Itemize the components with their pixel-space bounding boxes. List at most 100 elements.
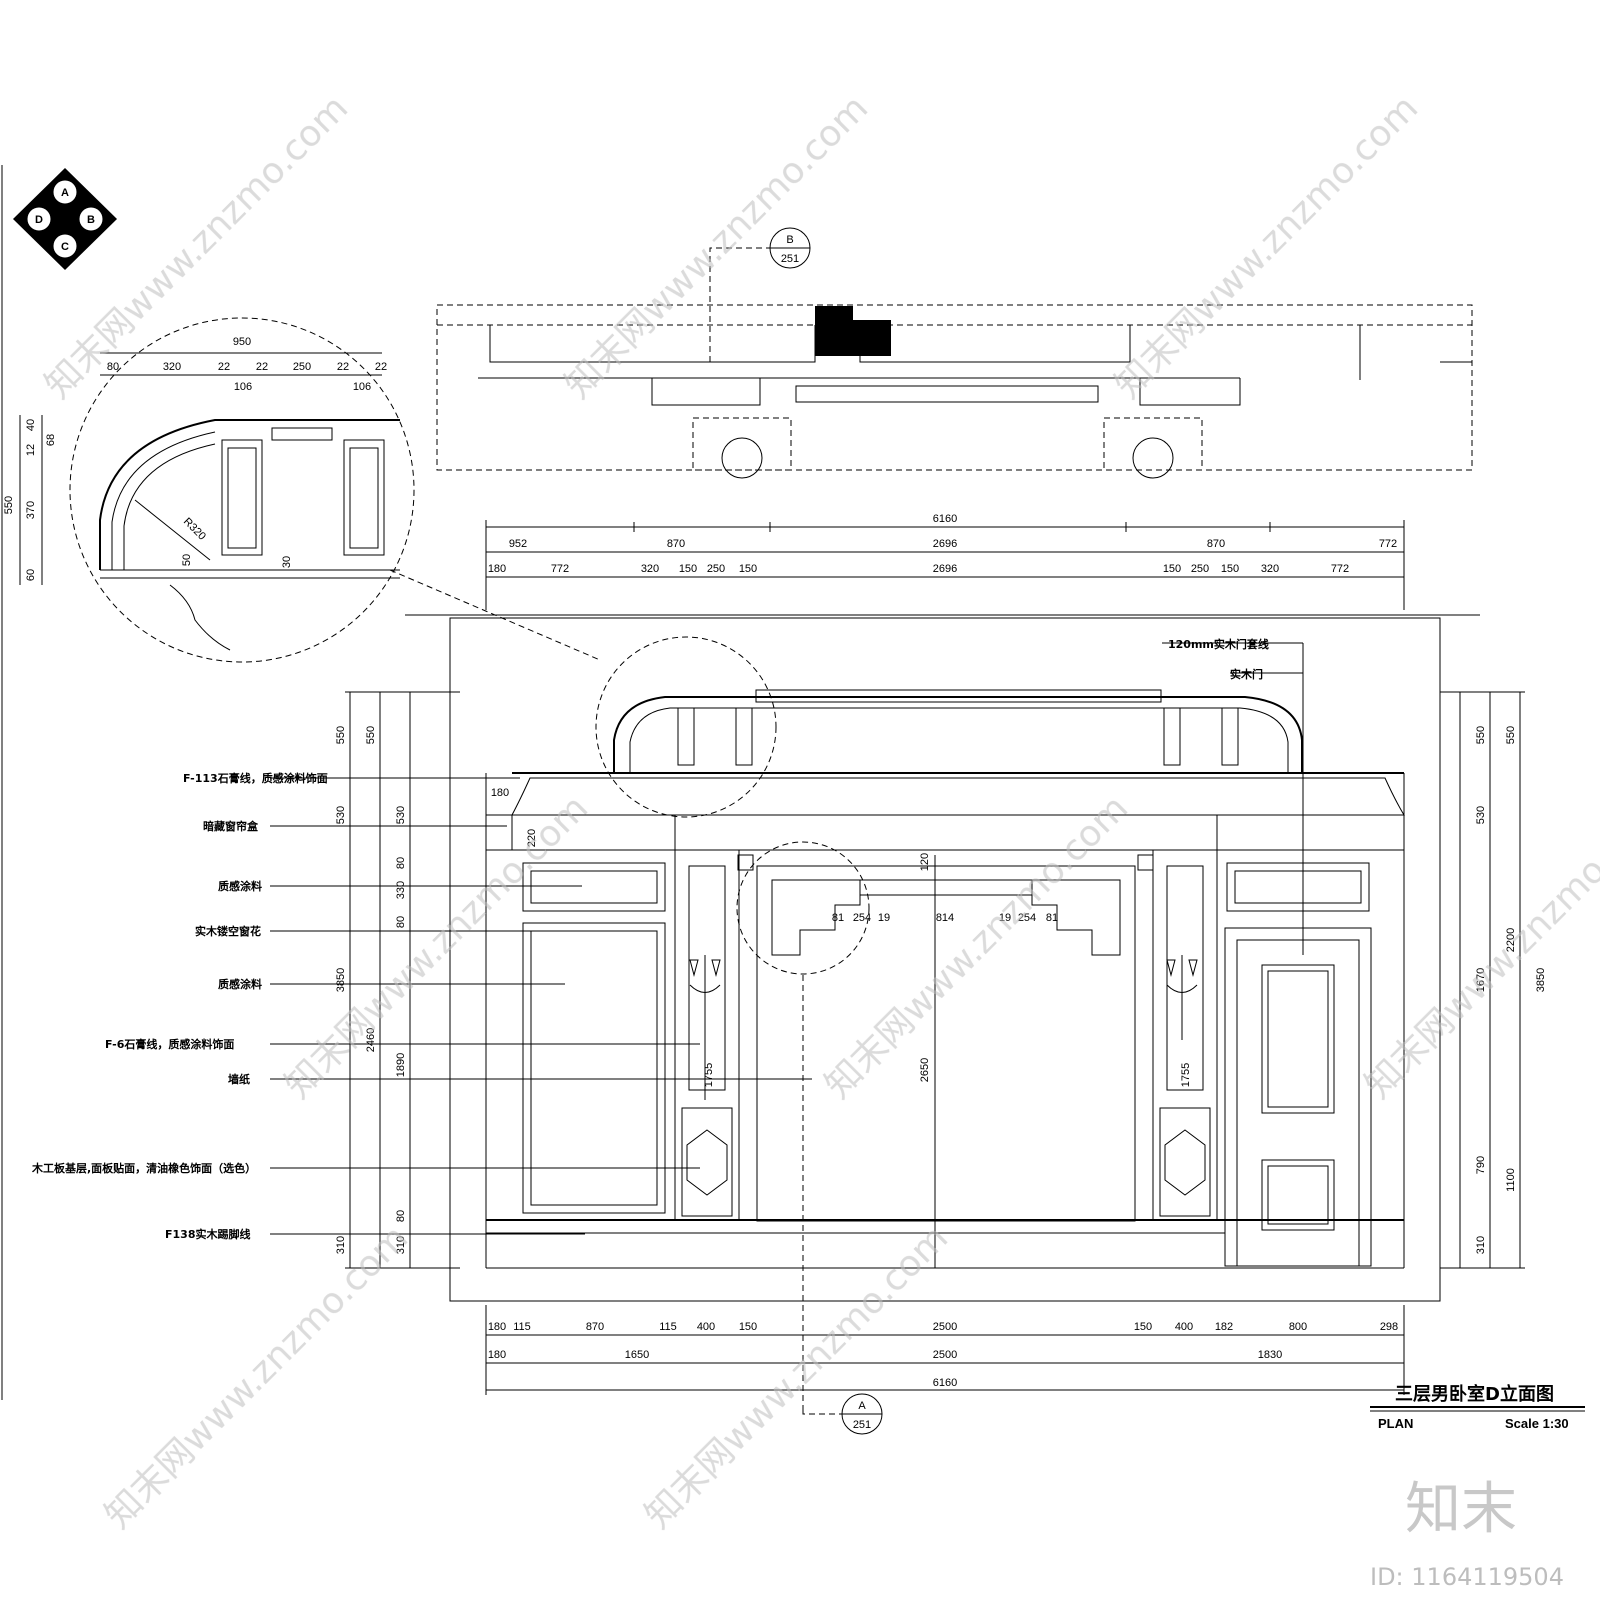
compass-marker: A B C D xyxy=(13,168,117,270)
right-inner-dim: 530 xyxy=(1475,806,1487,824)
watermark-text: 知末网www.znzmo.com xyxy=(1357,788,1600,1107)
plan-label: PLAN xyxy=(1378,1416,1413,1431)
left-outer-dim: 3850 xyxy=(335,968,347,992)
right-inner-dim: 790 xyxy=(1475,1156,1487,1174)
bottom-row1-dim: 115 xyxy=(659,1321,677,1333)
section-a-number: 251 xyxy=(853,1419,871,1431)
bottom-row1-dim: 800 xyxy=(1289,1321,1307,1333)
annotation-label: 墙纸 xyxy=(228,1072,250,1086)
detail-dim: 22 xyxy=(375,361,387,373)
left-outer-dim: 550 xyxy=(335,726,347,744)
annotation-label: 质感涂料 xyxy=(218,977,262,991)
bottom-row1-dim: 150 xyxy=(1134,1321,1152,1333)
top-row2-dim: 150 xyxy=(739,563,757,575)
detail-left-dim: 68 xyxy=(45,434,57,446)
top-row2-dim: 2696 xyxy=(933,563,957,575)
arched-pelmet xyxy=(613,696,1303,773)
bottom-row1-dim: 298 xyxy=(1380,1321,1398,1333)
detail-dim: 22 xyxy=(337,361,349,373)
top-row2-dim: 320 xyxy=(1261,563,1279,575)
detail-inner-dim: 30 xyxy=(281,556,293,568)
section-a-letter: A xyxy=(858,1400,866,1412)
bottom-row1-dim: 150 xyxy=(739,1321,757,1333)
annotation-label: 实木镂空窗花 xyxy=(195,924,261,938)
top-row1-dim: 772 xyxy=(1379,538,1397,550)
fretwork-right xyxy=(1031,879,1121,956)
fretwork-dim: 254 xyxy=(1018,912,1036,924)
detail-total-width: 950 xyxy=(233,336,251,348)
detail-left-total: 550 xyxy=(3,496,15,514)
section-marker-a: A 251 xyxy=(802,1393,883,1435)
wall-sconce-left xyxy=(689,955,721,1040)
watermark-id: ID: 1164119504 xyxy=(1370,1563,1564,1591)
detail-inner-dim: 50 xyxy=(181,554,193,566)
detail-left-dim: 12 xyxy=(25,444,37,456)
left-upper-panel xyxy=(522,862,666,912)
top-row2-dim: 772 xyxy=(1331,563,1349,575)
detail-dim: 22 xyxy=(256,361,268,373)
section-b-letter: B xyxy=(786,234,793,246)
detail-sub-dim: 106 xyxy=(234,381,252,393)
detail-dim: 22 xyxy=(218,361,230,373)
scale-label: Scale 1:30 xyxy=(1505,1416,1569,1431)
detail-sub-dim: 106 xyxy=(353,381,371,393)
right-inner-dim: 1670 xyxy=(1475,968,1487,992)
bottom-row1-dim: 182 xyxy=(1215,1321,1233,1333)
watermark-text: 知末网www.znzmo.com xyxy=(277,788,596,1107)
watermark-text: 知末网www.znzmo.com xyxy=(97,1218,416,1537)
watermark-text: 知末网www.znzmo.com xyxy=(817,788,1136,1107)
annotation-label: F138实木踢脚线 xyxy=(165,1227,250,1241)
detail-dim: 80 xyxy=(107,361,119,373)
detail-radius: R320 xyxy=(181,516,208,543)
left-inner-dim: 310 xyxy=(395,1236,407,1254)
detail-left-dim: 370 xyxy=(25,501,37,519)
right-inner-dim: 310 xyxy=(1475,1236,1487,1254)
fretwork-dim: 19 xyxy=(878,912,890,924)
annotation-label: F-6石膏线，质感涂料饰面 xyxy=(105,1037,234,1051)
compass-c: C xyxy=(61,241,69,253)
detail-left-dim: 40 xyxy=(25,419,37,431)
watermark-text: 知末网www.znzmo.com xyxy=(557,88,876,407)
annotation-label: 质感涂料 xyxy=(218,879,262,893)
drawing-title: 三层男卧室D立面图 xyxy=(1395,1383,1554,1405)
top-row1-dim: 870 xyxy=(1207,538,1225,550)
top-row1-dim: 870 xyxy=(667,538,685,550)
top-row2-dim: 150 xyxy=(679,563,697,575)
left-inner-dim: 2460 xyxy=(365,1028,377,1052)
top-row2-dim: 250 xyxy=(1191,563,1209,575)
right-outer-dim: 2200 xyxy=(1505,928,1517,952)
fretwork-dim: 81 xyxy=(832,912,844,924)
fretwork-dim: 19 xyxy=(999,912,1011,924)
top-row2-dim: 150 xyxy=(1163,563,1181,575)
top-row1-dim: 2696 xyxy=(933,538,957,550)
right-outer-dim: 1100 xyxy=(1505,1168,1517,1192)
left-inner-dim: 330 xyxy=(395,881,407,899)
bottom-row1-dim: 400 xyxy=(1175,1321,1193,1333)
bottom-row1-dim: 870 xyxy=(586,1321,604,1333)
bottom-row2-dim: 180 xyxy=(488,1349,506,1361)
annotation-label: 暗藏窗帘盒 xyxy=(203,819,259,833)
detail-left-dim: 60 xyxy=(25,569,37,581)
top-row2-dim: 772 xyxy=(551,563,569,575)
left-main-panel xyxy=(522,922,666,1214)
bottom-row1-dim: 2500 xyxy=(933,1321,957,1333)
annotation-label: 木工板基层,面板贴面，清油橡色饰面（选色） xyxy=(31,1161,256,1175)
watermark-text: 知末网www.znzmo.com xyxy=(1107,88,1426,407)
center-dim: 2650 xyxy=(919,1058,931,1082)
left-inner-dim: 80 xyxy=(395,857,407,869)
ceiling-dim: 180 xyxy=(491,787,509,799)
right-outer-dim: 3850 xyxy=(1535,968,1547,992)
top-row2-dim: 180 xyxy=(488,563,506,575)
top-row2-dim: 150 xyxy=(1221,563,1239,575)
